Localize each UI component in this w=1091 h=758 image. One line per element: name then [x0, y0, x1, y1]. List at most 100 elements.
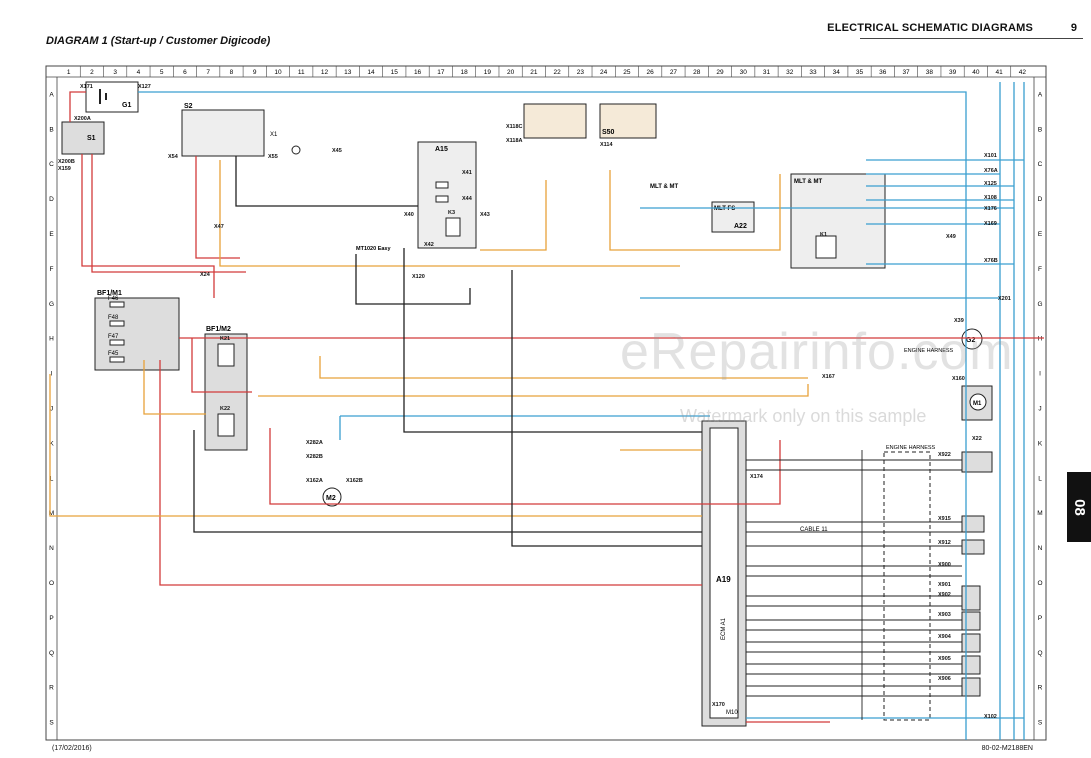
- row-label: E: [49, 231, 54, 238]
- s2-label: S2: [184, 103, 193, 110]
- a15-relay-k8: [445, 217, 461, 237]
- column-label: 1: [67, 69, 71, 76]
- column-label: 21: [530, 69, 538, 76]
- conn-x39: X39: [954, 318, 964, 324]
- row-label: D: [1038, 196, 1043, 203]
- engine-harness-label-top: ENGINE HARNESS: [904, 348, 954, 354]
- watermark-sub: Watermark only on this sample: [680, 406, 927, 426]
- section-tab: 08: [1067, 472, 1091, 542]
- wire-orange-4: [49, 374, 702, 517]
- conn-x160: X160: [952, 376, 965, 382]
- column-label: 26: [647, 69, 655, 76]
- a15-label: A15: [435, 146, 448, 153]
- row-label: L: [50, 475, 54, 482]
- wire-orange-3: [143, 360, 206, 415]
- row-label: J: [1038, 406, 1041, 413]
- column-label: 24: [600, 69, 608, 76]
- conn-x44: X44: [462, 196, 473, 202]
- column-label: 2: [90, 69, 94, 76]
- column-label: 40: [972, 69, 980, 76]
- conn-x47: X47: [214, 224, 224, 230]
- conn-x45: X45: [332, 148, 342, 154]
- diagram-title: DIAGRAM 1 (Start-up / Customer Digicode): [46, 35, 271, 47]
- cable11-label: CABLE 11: [800, 527, 828, 533]
- column-label: 41: [995, 69, 1003, 76]
- column-label: 7: [206, 69, 210, 76]
- column-label: 31: [763, 69, 771, 76]
- column-label: 17: [437, 69, 445, 76]
- column-label: 36: [879, 69, 887, 76]
- x1-label: X1: [270, 132, 278, 138]
- switch-s1: [61, 121, 105, 155]
- wire-black-3: [193, 430, 702, 533]
- fuse-f46-label: F46: [108, 296, 119, 302]
- conn-x169: X169: [984, 221, 997, 227]
- bf1m1-label: BF1/M1: [97, 290, 122, 297]
- battery-g1: [85, 81, 139, 113]
- column-label: 38: [926, 69, 934, 76]
- conn-x170: X170: [712, 702, 725, 708]
- row-label: R: [1038, 685, 1043, 692]
- watermark: eRepairinfo.com: [620, 323, 1014, 381]
- conn-x167: X167: [822, 374, 835, 380]
- footer-date: (17/02/2016): [52, 745, 92, 752]
- switch-s50: [599, 103, 657, 139]
- column-label: 20: [507, 69, 515, 76]
- column-label: 10: [274, 69, 282, 76]
- column-label: 8: [230, 69, 234, 76]
- page-number: 9: [1070, 22, 1077, 34]
- row-label: N: [49, 545, 54, 552]
- conn-x282b: X282B: [306, 454, 323, 460]
- conn-x902: X902: [938, 592, 951, 598]
- column-label: 14: [367, 69, 375, 76]
- row-label: L: [1038, 475, 1042, 482]
- a15-fuse-2: [435, 195, 449, 203]
- fuse-f47: [109, 339, 125, 346]
- wire-black-4: [511, 270, 702, 547]
- conn-x42: X42: [424, 242, 434, 248]
- column-label: 11: [298, 69, 305, 76]
- conn-x903: X903: [938, 612, 951, 618]
- column-label: 22: [554, 69, 562, 76]
- actuator-x922: [961, 451, 993, 473]
- conn-x40: X40: [404, 212, 414, 218]
- column-label: 3: [113, 69, 117, 76]
- wire-red-s2: [195, 156, 240, 259]
- wire-red-battery: [69, 91, 86, 122]
- conn-x43: X43: [480, 212, 490, 218]
- column-label: 19: [484, 69, 492, 76]
- wire-orange-7: [480, 180, 547, 251]
- conn-x201: X201: [998, 296, 1011, 302]
- column-label: 5: [160, 69, 164, 76]
- bf1m2-label: BF1/M2: [206, 326, 231, 333]
- conn-x102: X102: [984, 714, 997, 720]
- column-label: 34: [833, 69, 841, 76]
- wire-blue-mid: [339, 415, 710, 440]
- conn-x76b: X76B: [984, 258, 998, 264]
- conn-x125: X125: [984, 181, 997, 187]
- row-label: K: [1038, 440, 1043, 447]
- column-label: 28: [693, 69, 701, 76]
- injector-x904: [961, 633, 981, 653]
- conn-x22: X22: [972, 436, 982, 442]
- relay-k22-box: [217, 413, 235, 437]
- sensor-x901: [961, 585, 981, 611]
- row-label: P: [1038, 615, 1042, 622]
- fuse-f45: [109, 356, 125, 363]
- footer-ref: 80-02-M2188EN: [981, 745, 1033, 752]
- relay-k1: K1: [820, 232, 827, 238]
- wire-black-5: [355, 254, 471, 305]
- conn-x54: X54: [168, 154, 179, 160]
- row-label: O: [49, 580, 54, 587]
- conn-x282a: X282A: [306, 440, 323, 446]
- s1-label: S1: [87, 135, 96, 142]
- mt1020-label: MT1020 Easy: [356, 246, 391, 252]
- row-label: R: [49, 685, 54, 692]
- conn-x159: X159: [58, 166, 71, 172]
- wire-orange-1: [258, 384, 809, 397]
- s50-label: S50: [602, 129, 615, 136]
- row-label: E: [1038, 231, 1043, 238]
- row-label: B: [1038, 126, 1042, 133]
- wire-red-k22: [269, 428, 781, 505]
- conn-x905: X905: [938, 656, 951, 662]
